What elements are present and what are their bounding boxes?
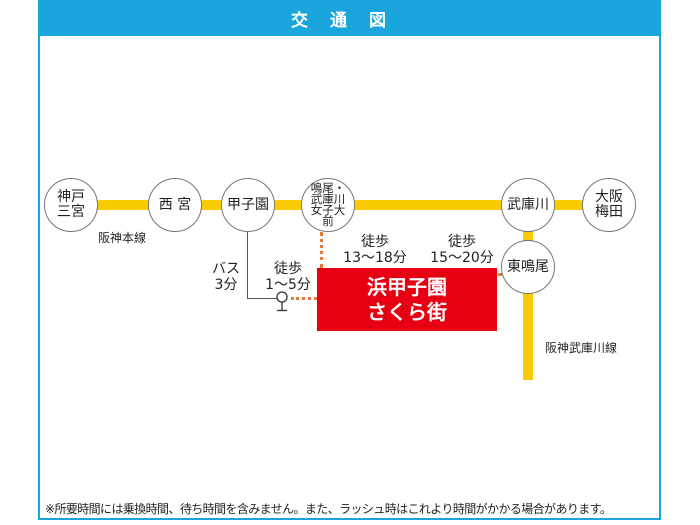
station-higashi-naruo: 東鳴尾 <box>501 240 555 294</box>
destination-name: 浜甲子園 <box>367 274 447 299</box>
walk-time-bus-stop: 徒歩 1〜5分 <box>265 261 311 293</box>
walk-time-higashi-naruo: 徒歩 15〜20分 <box>430 234 494 266</box>
line-label-hanshin-mukogawa: 阪神武庫川線 <box>545 341 618 355</box>
destination-box: 浜甲子園 さくら街 <box>317 268 497 331</box>
bus-time-label: バス 3分 <box>212 261 240 293</box>
station-osaka-umeda: 大阪 梅田 <box>582 178 636 232</box>
station-kobe-sannomiya: 神戸 三宮 <box>44 178 98 232</box>
footnote: ※所要時間には乗換時間、待ち時間を含みません。また、ラッシュ時はこれより時間がか… <box>45 502 612 516</box>
station-nishinomiya: 西 宮 <box>148 178 202 232</box>
station-naruo-mukogawa-joshidai-mae: 鳴尾・ 武庫川 女子大 前 <box>301 178 355 232</box>
line-label-hanshin-main: 阪神本線 <box>98 231 147 245</box>
walk-time-naruo: 徒歩 13〜18分 <box>343 234 407 266</box>
map-frame <box>38 0 661 520</box>
station-mukogawa: 武庫川 <box>501 178 555 232</box>
station-koshien: 甲子園 <box>221 178 275 232</box>
destination-subname: さくら街 <box>367 299 447 324</box>
bus-stop-icon <box>276 291 288 313</box>
page-title: 交通図 <box>38 0 661 36</box>
walk-path-bus-stop <box>291 297 317 300</box>
walk-path-naruo <box>320 232 323 268</box>
bus-route-line <box>247 231 278 299</box>
